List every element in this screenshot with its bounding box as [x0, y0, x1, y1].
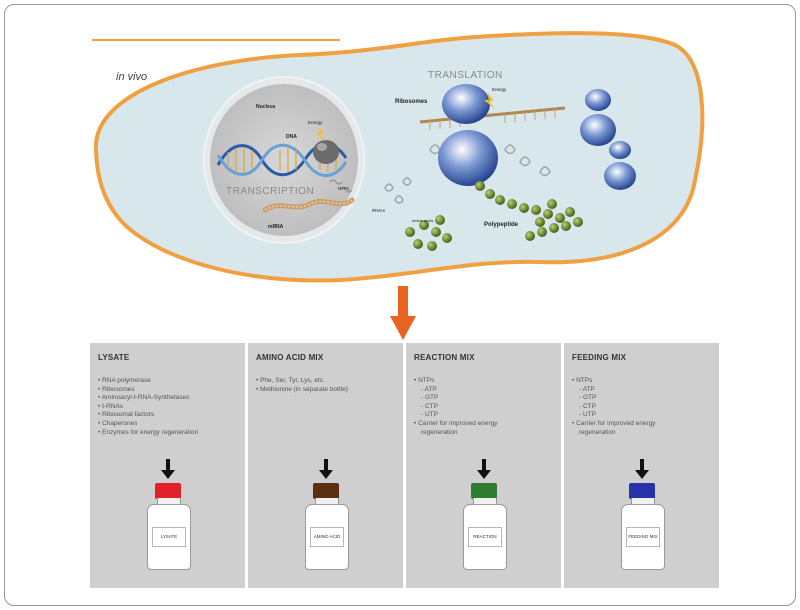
dna-label: DNA: [286, 134, 297, 140]
bottle-lysate: LYSATE: [147, 504, 191, 570]
panel-item: • Phe, Ser, Tyr, Lys, etc.: [256, 377, 325, 384]
bottle-cap: [155, 483, 181, 499]
translation-label: TRANSLATION: [428, 70, 503, 81]
panel-title: LYSATE: [98, 353, 130, 362]
amino-acids-label: amino acids: [412, 218, 434, 223]
mrna-strand-bases: [264, 199, 353, 211]
panel-item: • NTPs: [414, 377, 435, 384]
panel-item: regeneration: [421, 428, 458, 436]
mrna-cytoplasm: [419, 106, 566, 124]
panel-title: AMINO ACID MIX: [256, 353, 324, 362]
bottle-label: LYSATE: [152, 527, 186, 547]
panel-item: • t-RNAs: [98, 402, 124, 410]
panel-item: - UTP: [579, 411, 596, 419]
bottle-reaction-mix: REACTION MIX: [463, 504, 507, 570]
arrow-down-icon: [477, 459, 491, 479]
cell-illustration: [92, 31, 705, 283]
panel-item: - ATP: [579, 385, 595, 393]
process-arrow-icon: [390, 286, 416, 340]
in-vivo-label: in vivo: [116, 71, 148, 83]
panel-item: • Methionine (in separate bottle): [256, 385, 348, 393]
panel-item-list: • NTPs - ATP - GTP - CTP - UTP • Carrier…: [572, 377, 656, 437]
mrna-cytoplasm-bases: [429, 109, 556, 130]
panel-item: • Enzymes for energy regeneration: [98, 428, 199, 436]
bottle-cap: [629, 483, 655, 499]
bottle-neck: [473, 498, 497, 505]
bottle-neck: [315, 498, 339, 505]
transcription-label: TRANSCRIPTION: [226, 186, 315, 197]
rna-polymerase-highlight: [317, 143, 327, 151]
panel-item-list: • Phe, Ser, Tyr, Lys, etc. • Methionine …: [256, 377, 348, 394]
panel-amino-acid-mix: AMINO ACID MIX • Phe, Ser, Tyr, Lys, etc…: [248, 343, 403, 588]
ntps-label: NTPs: [338, 186, 350, 191]
panel-item: • RNA polymerase: [98, 377, 151, 384]
arrow-down-icon: [161, 459, 175, 479]
cell-membrane: [93, 31, 705, 283]
bottle-neck: [631, 498, 655, 505]
panel-item: regeneration: [579, 428, 616, 436]
panel-item: • Carrier for improved energy: [572, 419, 656, 427]
panel-item: • Carrier for improved energy: [414, 419, 498, 427]
panel-item: - ATP: [421, 385, 437, 393]
mrna-label: mRNA: [268, 224, 284, 230]
arrow-down-icon: [319, 459, 333, 479]
panel-item: - CTP: [421, 402, 438, 410]
energy-label-translation: Energy: [492, 87, 507, 92]
arrow-down-icon: [635, 459, 649, 479]
panel-lysate: LYSATE • RNA polymerase • Ribosomes • Am…: [90, 343, 245, 588]
ntp-molecules: [329, 179, 353, 193]
energy-bolt-transcription-icon: [316, 126, 326, 142]
panel-item: - GTP: [579, 394, 597, 402]
free-amino-acids: [405, 215, 452, 251]
panel-item: • Ribosomes: [98, 385, 135, 393]
panel-item: • Ribosomal factors: [98, 411, 155, 419]
panel-feeding-mix: FEEDING MIX • NTPs - ATP - GTP - CTP - U…: [564, 343, 719, 588]
polypeptide-label: Polypeptide: [484, 222, 519, 228]
energy-bolt-translation-icon: [484, 92, 496, 110]
panel-title: FEEDING MIX: [572, 353, 627, 362]
bottle-amino-acid-mix: AMINO ACID MIX: [305, 504, 349, 570]
panel-item: - CTP: [579, 402, 596, 410]
panel-reaction-mix: REACTION MIX • NTPs - ATP - GTP - CTP - …: [406, 343, 561, 588]
panel-item: - UTP: [421, 411, 438, 419]
energy-label-transcription: Energy: [308, 120, 323, 125]
bottle-label: AMINO ACID MIX: [310, 527, 344, 547]
nucleus-label: Nucleus: [256, 104, 276, 110]
bottle-label: FEEDING MIX: [626, 527, 660, 547]
bottle-feeding-mix: FEEDING MIX: [621, 504, 665, 570]
kit-components: LYSATE • RNA polymerase • Ribosomes • Am…: [90, 343, 719, 588]
bottle-label: REACTION MIX: [468, 527, 502, 547]
rna-polymerase: [313, 140, 339, 164]
nucleus: [210, 84, 358, 236]
ribosome-small-subunit: [438, 130, 498, 186]
bottle-neck: [157, 498, 181, 505]
polypeptide-chain: [475, 181, 583, 241]
panel-title: REACTION MIX: [414, 353, 475, 362]
ribosome-large-subunit: [442, 84, 490, 124]
trna-molecules: [384, 144, 551, 204]
panel-item-list: • NTPs - ATP - GTP - CTP - UTP • Carrier…: [414, 377, 498, 437]
panel-item: - GTP: [421, 394, 439, 402]
free-ribosomes: [580, 89, 636, 190]
bottle-cap: [313, 483, 339, 499]
trnas-label: tRNAs: [372, 208, 386, 213]
panel-item: • Chaperones: [98, 419, 138, 427]
ribosomes-label: Ribosomes: [395, 99, 428, 105]
panel-item-list: • RNA polymerase • Ribosomes • Aminoacyl…: [98, 377, 198, 437]
panel-item: • Aminoacyl-t-RNA-Synthetases: [98, 394, 190, 402]
panel-item: • NTPs: [572, 377, 593, 384]
bottle-cap: [471, 483, 497, 499]
